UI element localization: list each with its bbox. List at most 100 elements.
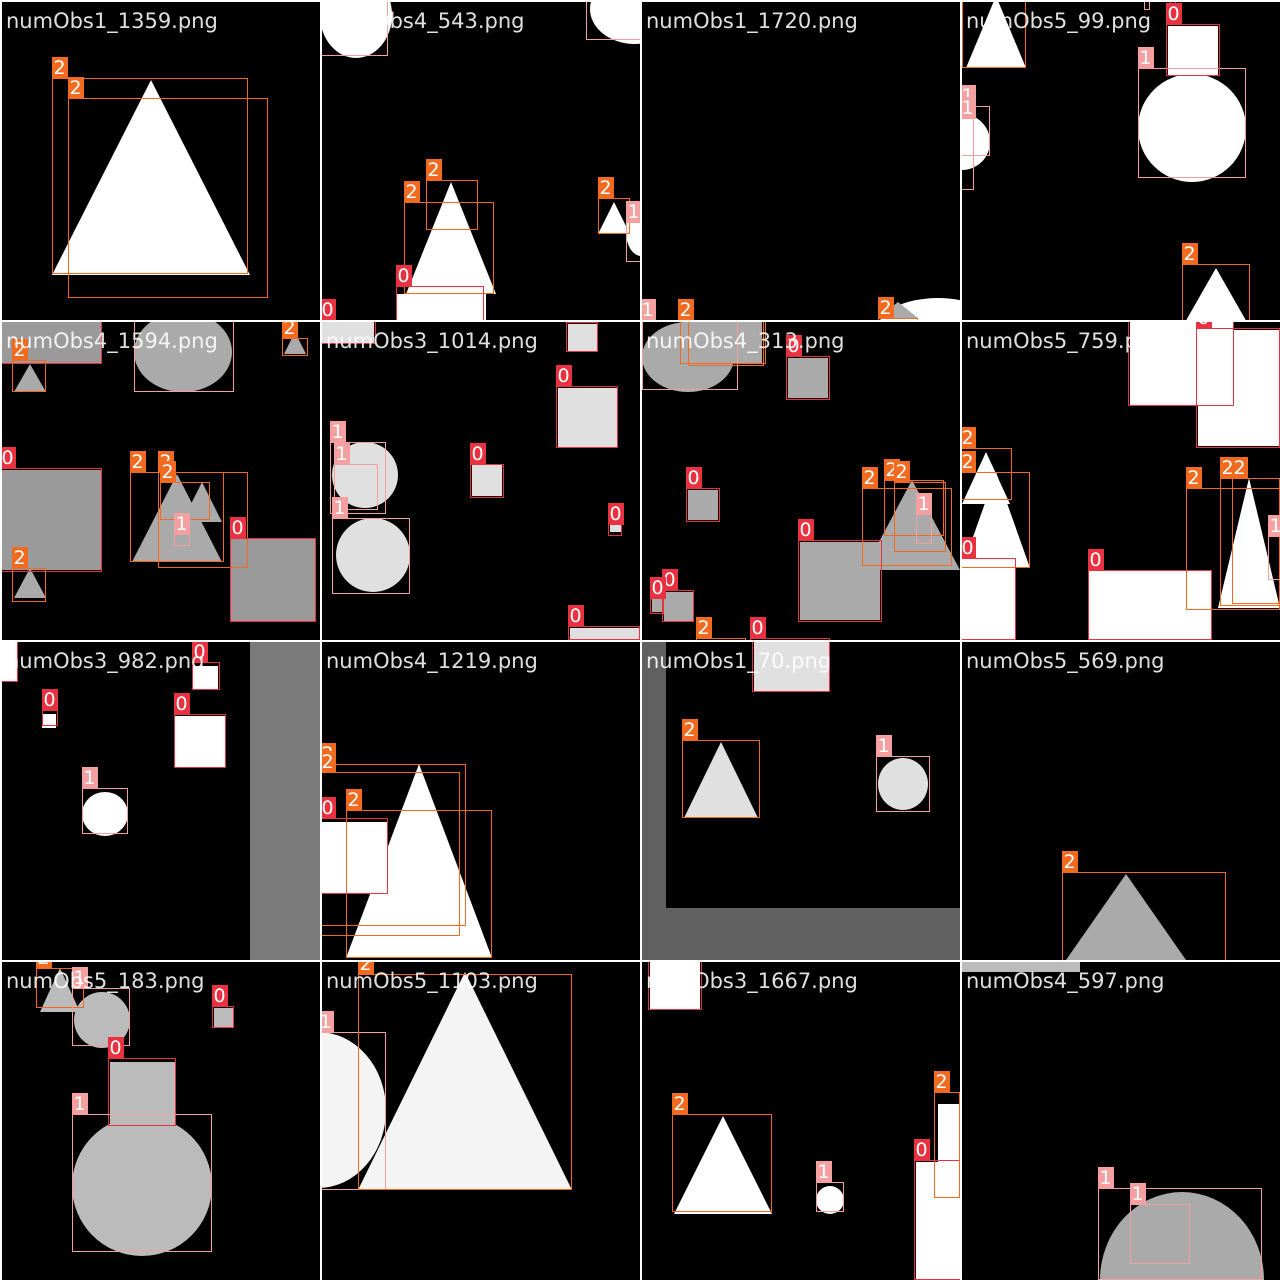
detection-box-class-2: 2 — [877, 297, 918, 320]
detection-box-class-2: 2 — [1181, 243, 1250, 320]
square-shape — [230, 538, 316, 622]
tile-filename: numObs4_1219.png — [326, 649, 538, 673]
detection-box-class-1: 1 — [329, 421, 386, 514]
class-label: 2 — [877, 297, 894, 319]
detection-box-class-0: 0 — [322, 322, 376, 344]
square-shape — [214, 1008, 234, 1028]
detection-box-class-2: 2 — [671, 1093, 772, 1212]
tile-filename: numObs5_569.png — [966, 649, 1165, 673]
class-label: 0 — [191, 642, 208, 663]
square-shape — [396, 294, 486, 320]
class-label: 0 — [962, 537, 976, 559]
detection-box-class-2: 2 — [1185, 467, 1280, 610]
detection-box-class-0: 0 — [749, 617, 830, 640]
class-label: 2 — [681, 719, 698, 741]
square-shape — [322, 822, 388, 894]
detection-box-class-2: 2 — [893, 461, 946, 552]
class-label: 2 — [403, 181, 420, 203]
detection-box-class-0: 0 — [469, 443, 504, 498]
detection-box-class-1: 1 — [1144, 2, 1150, 10]
detection-box-class-1: 1 — [333, 443, 378, 510]
class-label: 0 — [173, 693, 190, 715]
triangle-shape — [598, 202, 630, 234]
class-label: 0 — [649, 577, 666, 599]
class-label: 1 — [962, 97, 976, 119]
class-label: 2 — [281, 322, 298, 339]
square-shape — [570, 628, 640, 640]
class-label: 2 — [1181, 243, 1198, 265]
square-shape — [610, 522, 622, 532]
class-label: 2 — [933, 1071, 950, 1093]
class-label: 0 — [1087, 549, 1104, 571]
class-label: 0 — [469, 443, 486, 465]
class-label: 1 — [875, 735, 892, 757]
detection-box-class-0: 0 — [555, 365, 618, 448]
class-label: 1 — [625, 201, 640, 223]
detection-box-class-0: 0 — [752, 642, 830, 692]
tile-filename: numObs3_982.png — [6, 649, 205, 673]
detection-box-class-2: 2 — [11, 339, 46, 392]
detection-box-class-1: 1 — [962, 97, 976, 190]
triangle-shape — [1066, 874, 1186, 960]
image-tile: 000001110numObs3_1014.png — [322, 322, 640, 640]
detection-box-class-0: 0 — [41, 689, 58, 726]
class-label: 0 — [1165, 3, 1182, 25]
detection-box-class-2: 2 — [861, 467, 952, 566]
circle-shape — [878, 758, 928, 810]
detection-box-class-0: 0 — [1087, 549, 1212, 640]
square-shape — [800, 542, 880, 620]
class-label: 2 — [67, 77, 84, 99]
detection-box-class-1: 1 — [81, 767, 128, 834]
class-label: 1 — [642, 299, 656, 320]
class-label: 2 — [129, 451, 146, 473]
square-shape — [916, 1162, 960, 1280]
detection-box-class-0: 0 — [785, 335, 830, 400]
detection-box-class-1: 1 — [915, 493, 932, 544]
circle-shape — [72, 1116, 212, 1256]
class-label: 2 — [671, 1093, 688, 1115]
detection-box-class-0: 0 — [1195, 322, 1280, 448]
detection-box-class-1: 1 — [322, 1011, 386, 1190]
circle-shape — [816, 1186, 844, 1214]
square-shape — [962, 962, 1080, 972]
class-label: 1 — [322, 1011, 334, 1033]
class-label: 1 — [1137, 47, 1154, 69]
class-label: 1 — [915, 493, 932, 515]
triangle-shape — [684, 742, 758, 818]
triangle-shape — [674, 1116, 772, 1214]
image-tile: 01220222120numObs4_1594.png — [2, 322, 320, 640]
triangle-shape — [406, 182, 496, 294]
square-shape — [650, 962, 700, 1010]
square-shape — [642, 908, 960, 960]
detection-box-class-0: 0 — [649, 577, 666, 614]
detection-box-class-0: 0 — [173, 693, 226, 768]
class-label: 0 — [555, 365, 572, 387]
class-label: 1 — [1129, 1183, 1146, 1205]
class-label: 0 — [395, 265, 412, 287]
detection-box-class-2: 2 — [1231, 457, 1280, 604]
detection-box-class-2: 2 — [281, 322, 308, 356]
detection-box-class-0: 0 — [913, 1139, 960, 1280]
detection-box-class-0: 0 — [797, 519, 882, 622]
circle-shape — [1138, 74, 1246, 182]
detection-box-class-2: 2 — [357, 962, 572, 1190]
class-label: 1 — [71, 967, 88, 989]
image-tile: 21011102numObs5_99.png — [962, 2, 1280, 320]
square-shape — [192, 666, 218, 690]
class-label: 0 — [685, 467, 702, 489]
class-label: 2 — [345, 789, 362, 811]
class-label: 2 — [962, 451, 976, 473]
detection-box-class-0: 0 — [567, 605, 640, 640]
square-shape — [472, 464, 502, 496]
class-label: 0 — [229, 517, 246, 539]
detection-box-class-1: 1 — [586, 2, 640, 40]
square-shape — [322, 322, 374, 344]
image-tile: 21001numObs5_183.png — [2, 962, 320, 1280]
triangle-shape — [962, 472, 1030, 568]
detection-box-class-1: 1 — [71, 967, 130, 1046]
detection-box-class-2: 2 — [962, 2, 1026, 68]
